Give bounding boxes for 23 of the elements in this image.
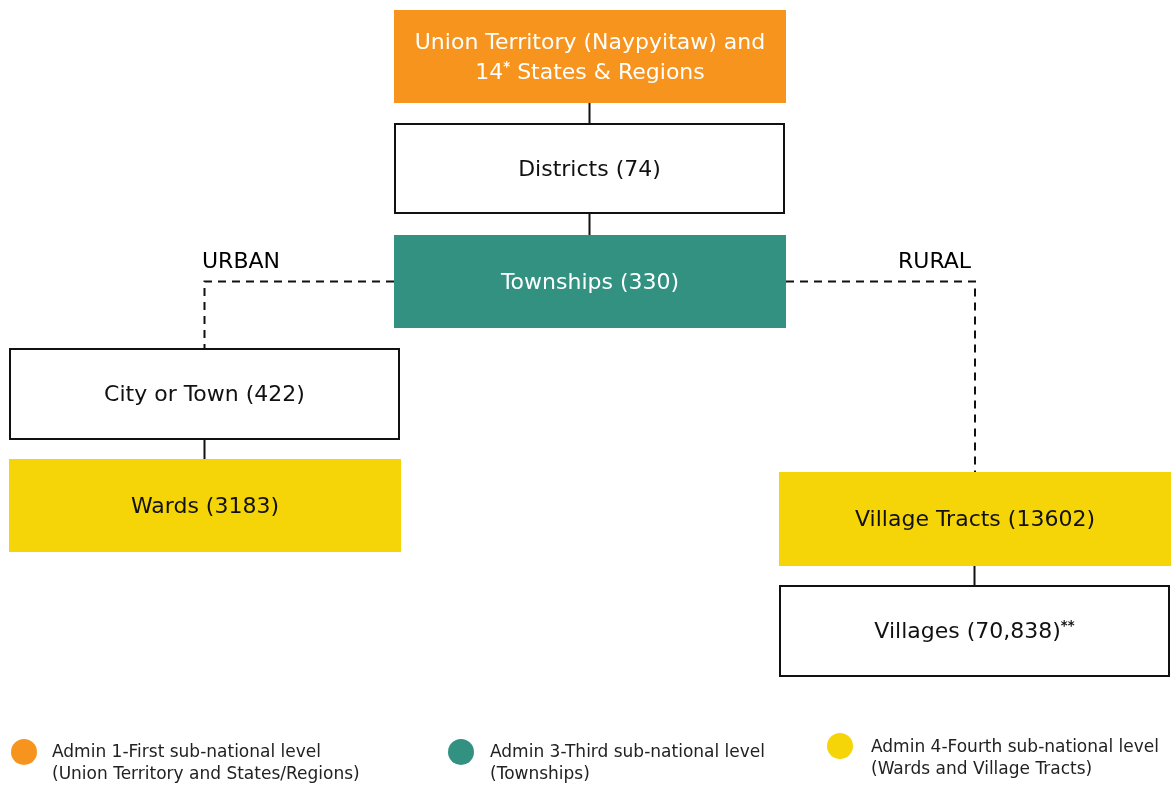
legend-label: Admin 1-First sub-national level (Union Territory and States/Regions)	[52, 740, 361, 785]
legend-label: Admin 3-Third sub-national level (Townships)	[490, 740, 767, 785]
node-label: Village Tracts (13602)	[854, 505, 1096, 534]
ward-box	[9, 459, 401, 552]
node-label: Districts (74)	[517, 154, 662, 183]
node-label: Union Territory (Naypyitaw) and 14$^{*}$ States & Regions	[413, 27, 767, 86]
district-box	[394, 123, 785, 214]
city-town-box	[9, 348, 400, 440]
connector-line	[588, 102, 591, 124]
state-region-box	[394, 10, 786, 103]
connector-line	[588, 213, 591, 236]
node-label: Townships (330)	[499, 267, 681, 296]
village-tract-box	[779, 472, 1171, 566]
connector-line	[203, 439, 206, 460]
village-box	[779, 585, 1170, 677]
township-box	[394, 235, 786, 328]
node-label: Wards (3183)	[129, 491, 281, 520]
dashed-connector	[785, 280, 976, 473]
node-label: Villages (70,838)$^{**}$	[873, 616, 1076, 646]
dashed-connector	[203, 280, 395, 349]
legend-label: Admin 4-Fourth sub-national level (Wards and Village Tracts)	[871, 735, 1160, 780]
connector-line	[973, 565, 976, 586]
node-label: City or Town (422)	[103, 380, 306, 409]
